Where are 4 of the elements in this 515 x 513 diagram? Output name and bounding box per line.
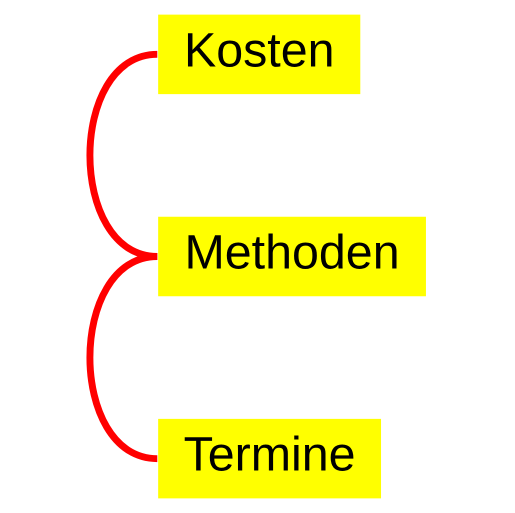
node-box: Termine bbox=[158, 418, 382, 498]
node-box: Methoden bbox=[158, 216, 426, 296]
node-box: Kosten bbox=[158, 14, 360, 94]
connector bbox=[86, 253, 158, 462]
